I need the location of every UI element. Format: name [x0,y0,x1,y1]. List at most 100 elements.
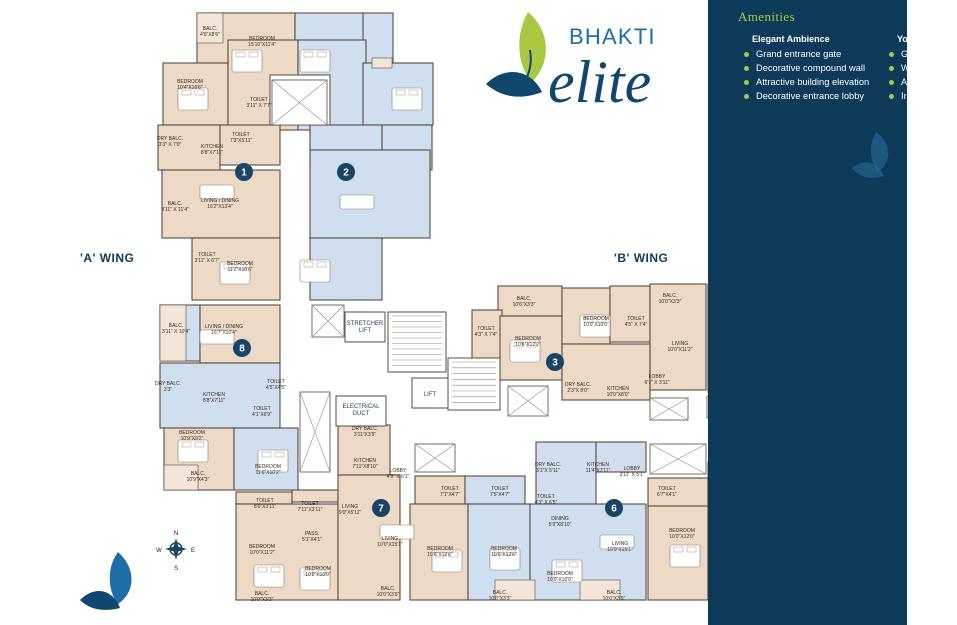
pillow-shape [408,89,419,96]
pillow-shape [181,89,192,96]
room-name-label: BALC. [168,201,182,207]
room-dimension-label: 10'0"X8'0" [607,392,630,398]
core-label-electrical-duct: DUCT [353,411,370,417]
room-name-label: KITCHEN [201,144,223,150]
room-block [464,475,526,505]
room-dimension-label: 10'0"X10'0" [305,572,331,578]
room-dimension-label: 11'4"X7'11" [586,468,611,474]
room-name-label: BALC. [169,323,183,329]
unit-number-label: 1 [241,168,247,179]
balcony-fill [196,12,224,44]
pillow-shape [223,263,234,270]
amenity-item: Ac [887,75,907,89]
unit-marker [372,499,390,517]
leaf-logo-icon [486,12,546,97]
room-dimension-label: 10'6"X12'6" [491,552,517,558]
unit-number-label: 6 [611,504,617,515]
unit-number-label: 3 [552,358,558,369]
room-dimension-label: 8'0"X3'11" [254,504,277,510]
room-name-label: BEDROOM [249,544,275,550]
room-name-label: TOILET [627,316,644,322]
room-name-label: KITCHEN [203,392,225,398]
room-dimension-label: 10'0"X11'2" [667,347,692,353]
pillow-shape [270,566,281,573]
compass-w-label: W [156,548,162,554]
amenity-item: In [887,89,907,103]
pillow-shape [316,51,327,58]
room-name-label: BEDROOM [305,566,331,572]
room-name-label: BALC. [607,590,621,596]
core-label-lift: LIFT [424,392,437,398]
balcony-fill [371,57,393,69]
room-name-label: BALC. [517,296,531,302]
room-dimension-label: 3'11" X 7'7" [246,103,271,109]
room-dimension-label: 5'9"X8'10" [549,522,572,528]
room-block [561,343,651,401]
room-dimension-label: 4'9"X8'6" [200,32,220,38]
room-block [159,362,281,429]
sofa-shape [339,194,375,210]
room-name-label: DRY BALC. [565,382,591,388]
room-name-label: BALC. [663,293,677,299]
room-name-label: BEDROOM [177,79,203,85]
leaf-corner-icon [80,552,132,610]
pillow-shape [303,51,314,58]
room-dimension-label: 15'10"X11'4" [248,42,276,48]
room-block [497,285,563,317]
room-block [337,424,391,476]
pillow-shape [236,263,247,270]
compass-rose: N S E W [156,531,195,572]
lift-box [411,377,449,409]
balcony-fill [494,579,536,601]
compass-e-label: E [191,548,195,554]
room-name-label: DRY BALC. [352,426,378,432]
staircase-b [447,357,501,411]
shaft-cross [271,79,328,126]
room-dimension-label: 10'0"X10'0" [583,322,609,328]
room-name-label: BALC. [381,586,395,592]
unit-marker [546,353,564,371]
shaft-cross [414,443,456,473]
room-name-label: TOILET [658,486,675,492]
room-dimension-label: 3'11"X3'9" [354,432,377,438]
room-name-label: BALC. [493,590,507,596]
room-block [362,12,394,64]
room-name-label: DINING [551,516,569,522]
room-name-label: BALC. [191,471,205,477]
room-name-label: PASS. [305,531,319,537]
room-name-label: DRY BALC. [155,381,181,387]
room-dimension-label: 9'0"X5'11" [339,510,362,516]
room-dimension-label: 10'0"X3'3" [489,596,512,602]
pillow-shape [555,561,566,568]
compass-s-label: S [174,566,178,572]
pillow-shape [686,546,697,553]
room-dimension-label: 10'6"X12'6" [427,552,453,558]
amenities-column-2: Yo Ge W Ac In [887,34,907,103]
room-dimension-label: 16'7"X10'4" [211,330,237,336]
room-name-label: LIVING [382,536,399,542]
room-name-label: TOILET [198,252,215,258]
room-dimension-label: 6'7" X 3'11" [644,380,669,386]
pillow-shape [235,51,246,58]
sofa-shape [199,329,235,345]
room-block [595,441,647,473]
room-dimension-label: 10'9"X9'2" [181,436,204,442]
room-name-label: LIVING [612,541,629,547]
compass-n-label: N [174,531,178,537]
room-dimension-label: 10'0"X15'1" [607,547,633,553]
core-label-electrical-duct: ELECTRICAL [342,404,380,410]
room-name-label: LIVING [342,504,359,510]
shaft-cross [507,385,549,417]
room-name-label: BALC. [203,26,217,32]
room-dimension-label: 7'3"X5'11" [230,138,253,144]
room-block [647,477,709,507]
room-dimension-label: 11'2"X10'6" [227,267,252,273]
balcony-fill [163,464,199,491]
room-dimension-label: 10'0"X10'0" [547,577,573,583]
sofa-shape [379,524,415,540]
room-dimension-label: 10'0"X3'9" [377,592,400,598]
room-name-label: BEDROOM [179,430,205,436]
room-name-label: KITCHEN [354,458,376,464]
shaft-cross [649,443,707,475]
